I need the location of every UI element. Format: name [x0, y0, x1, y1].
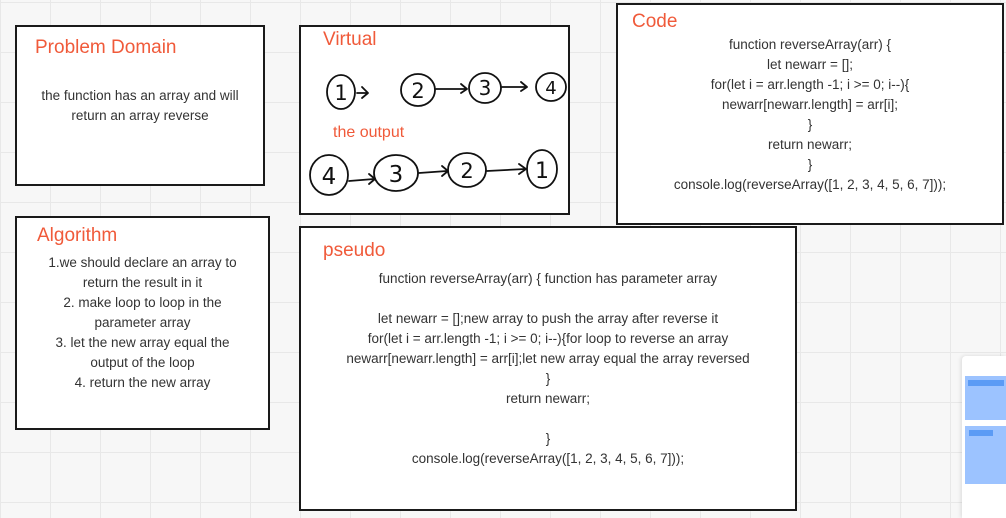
pseudo-line: console.log(reverseArray([1, 2, 3, 4, 5,… [411, 451, 685, 466]
virtual-title: Virtual [323, 29, 377, 50]
algorithm-line: 3. let the new array equal the [55, 335, 230, 350]
input-node-value: 3 [479, 76, 492, 100]
pseudo-line: let newarr = [];new array to push the ar… [377, 311, 719, 326]
code-line: for(let i = arr.length -1; i >= 0; i--){ [710, 77, 910, 92]
pseudo-line: newarr[newarr.length] = arr[i];let new a… [346, 351, 750, 366]
algorithm-line: return the result in it [82, 275, 203, 290]
algorithm-text: 1.we should declare an array to return t… [25, 253, 260, 393]
output-arrow [348, 173, 376, 185]
pseudo-title: pseudo [323, 240, 386, 261]
input-node-circle [468, 72, 502, 104]
frames-side-panel[interactable] [962, 356, 1006, 518]
input-node-circle [400, 73, 436, 107]
output-node-circle [309, 154, 349, 196]
output-node-value: 2 [460, 159, 473, 183]
problem-domain-line: return an array reverse [71, 108, 209, 123]
algorithm-line: parameter array [94, 315, 191, 330]
code-line: function reverseArray(arr) { [728, 37, 892, 52]
code-line: let newarr = []; [767, 57, 853, 72]
virtual-sketch: 1 2 3 4 4 3 2 1 [309, 72, 567, 196]
input-node-value: 1 [334, 81, 347, 105]
virtual-card[interactable]: Virtual 1 2 3 4 4 3 2 [299, 25, 570, 215]
frame-thumbnail-bar [968, 380, 1004, 386]
code-line: console.log(reverseArray([1, 2, 3, 4, 5,… [673, 177, 947, 192]
frame-thumbnail[interactable] [965, 376, 1006, 420]
input-arrow [501, 81, 528, 92]
code-line: } [807, 157, 813, 172]
output-label: the output [333, 124, 405, 141]
input-arrow [356, 86, 369, 99]
pseudo-line: } [545, 431, 551, 446]
frame-thumbnail-bar [969, 430, 993, 436]
output-node-value: 4 [322, 164, 337, 190]
algorithm-line: 4. return the new array [74, 375, 211, 390]
code-title: Code [632, 11, 678, 32]
code-line: return newarr; [767, 137, 853, 152]
algorithm-line: output of the loop [90, 355, 195, 370]
input-arrow [435, 83, 468, 94]
output-node-value: 1 [535, 159, 549, 184]
output-node-circle [447, 152, 487, 188]
pseudo-line: function reverseArray(arr) { function ha… [378, 271, 718, 286]
pseudo-text: function reverseArray(arr) { function ha… [301, 269, 795, 469]
output-node-circle [373, 154, 419, 192]
pseudo-line [301, 409, 795, 429]
output-node-value: 3 [389, 162, 404, 188]
pseudo-line [301, 289, 795, 309]
output-node-circle [526, 149, 558, 189]
output-arrow [418, 165, 449, 177]
algorithm-card[interactable]: Algorithm 1.we should declare an array t… [15, 216, 270, 430]
problem-domain-line: the function has an array and will [41, 88, 239, 103]
pseudo-line: } [545, 371, 551, 386]
pseudo-line: return newarr; [505, 391, 591, 406]
pseudo-line: for(let i = arr.length -1; i >= 0; i--){… [367, 331, 729, 346]
input-node-value: 4 [545, 78, 556, 99]
algorithm-line: 1.we should declare an array to [48, 255, 237, 270]
code-text: function reverseArray(arr) { let newarr … [618, 35, 1002, 195]
algorithm-title: Algorithm [37, 225, 118, 246]
input-node-value: 2 [411, 79, 424, 103]
problem-domain-text: the function has an array and will retur… [17, 86, 263, 126]
pseudo-card[interactable]: pseudo function reverseArray(arr) { func… [299, 226, 797, 511]
problem-domain-card[interactable]: Problem Domain the function has an array… [15, 25, 265, 186]
code-card[interactable]: Code function reverseArray(arr) { let ne… [616, 3, 1004, 225]
code-line: } [807, 117, 813, 132]
output-arrow [486, 163, 527, 175]
input-node-circle [535, 72, 567, 102]
code-line: newarr[newarr.length] = arr[i]; [722, 97, 898, 112]
input-node-circle [326, 74, 356, 110]
problem-domain-title: Problem Domain [35, 37, 177, 58]
algorithm-line: 2. make loop to loop in the [63, 295, 222, 310]
frame-thumbnail[interactable] [965, 426, 1006, 484]
